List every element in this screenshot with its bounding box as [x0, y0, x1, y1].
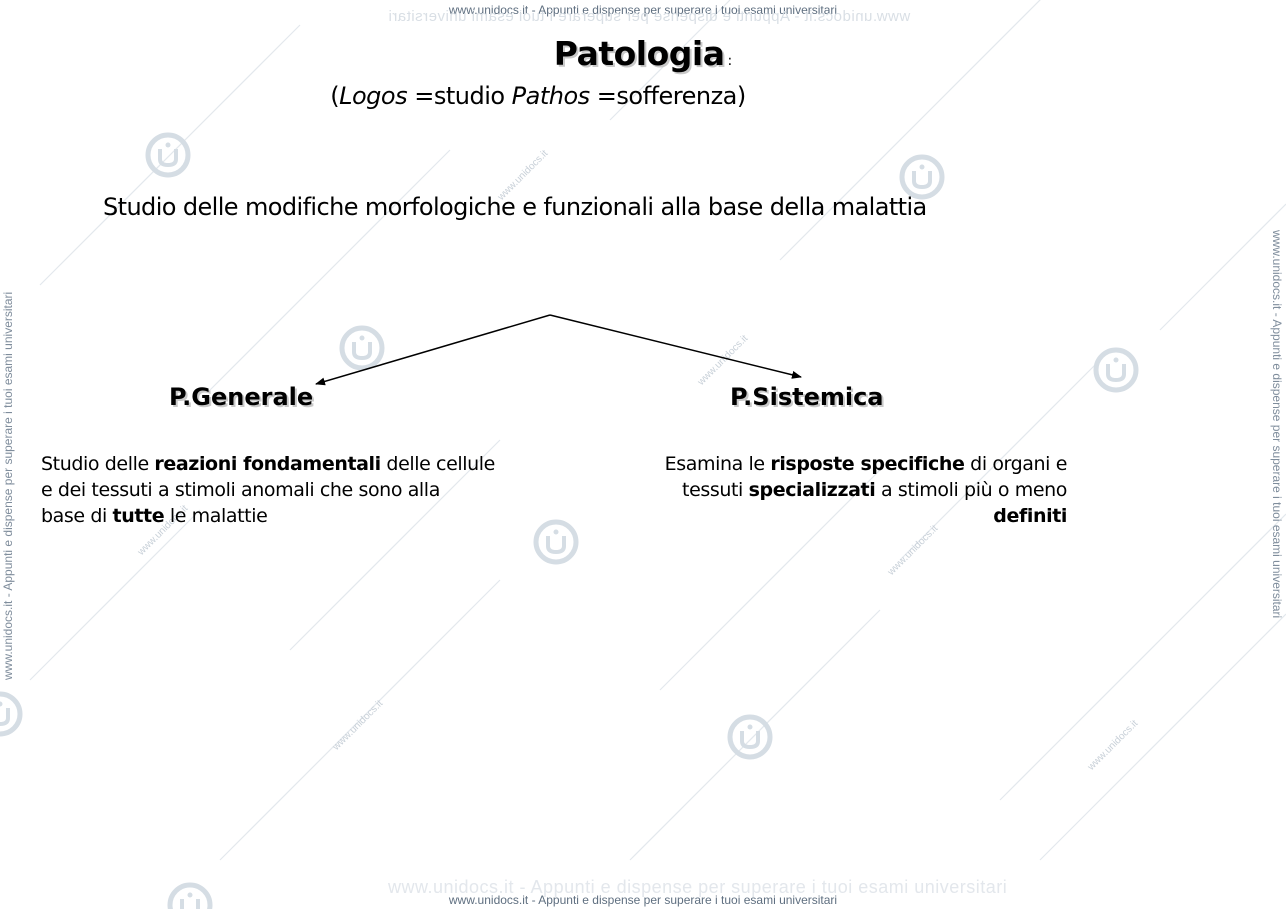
etymology-term-logos: Logos: [339, 82, 408, 110]
description-segment-bold: risposte specifiche: [770, 453, 965, 475]
etymology-line: (Logos =studio Pathos =sofferenza): [0, 82, 1076, 110]
description-segment-bold: reazioni fondamentali: [154, 453, 381, 475]
page-title: Patologia: [553, 34, 725, 73]
etymology-def-pathos: =sofferenza): [589, 82, 746, 110]
description-line: Studio delle reazioni fondamentali delle…: [41, 451, 495, 477]
definition-text: Studio delle modifiche morfologiche e fu…: [103, 193, 927, 221]
description-segment: le malattie: [164, 505, 268, 527]
etymology-open: (: [330, 82, 340, 110]
description-segment: e dei tessuti a stimoli anomali che sono…: [41, 479, 440, 501]
description-segment: Esamina le: [664, 453, 771, 475]
description-line: Esamina le risposte specifiche di organi…: [600, 451, 1068, 477]
description-segment: delle cellule: [380, 453, 495, 475]
description-line: definiti: [600, 503, 1067, 529]
arrow-to-sistemica: [549, 314, 802, 379]
description-segment: Studio delle: [41, 453, 155, 475]
description-segment-bold: definiti: [993, 505, 1067, 527]
description-segment: a stimoli più o meno: [875, 479, 1067, 501]
title-colon: :: [727, 53, 733, 69]
title-row: Patologia:: [0, 34, 1286, 73]
arrow-to-generale: [315, 314, 551, 386]
description-segment-bold: tutte: [112, 505, 165, 527]
description-segment-bold: specializzati: [748, 479, 876, 501]
description-segment: di organi e: [964, 453, 1067, 475]
description-line: base di tutte le malattie: [41, 503, 495, 529]
branch-title-sistemica: P.Sistemica: [730, 383, 884, 411]
description-line: tessuti specializzati a stimoli più o me…: [600, 477, 1067, 503]
branch-description-sistemica: Esamina le risposte specifiche di organi…: [600, 451, 1068, 529]
branch-title-generale: P.Generale: [169, 383, 314, 411]
etymology-def-logos: =studio: [407, 82, 512, 110]
description-segment: tessuti: [682, 479, 749, 501]
etymology-term-pathos: Pathos: [511, 82, 591, 110]
branch-description-generale: Studio delle reazioni fondamentali delle…: [41, 451, 495, 529]
description-segment: base di: [41, 505, 113, 527]
description-line: e dei tessuti a stimoli anomali che sono…: [41, 477, 495, 503]
